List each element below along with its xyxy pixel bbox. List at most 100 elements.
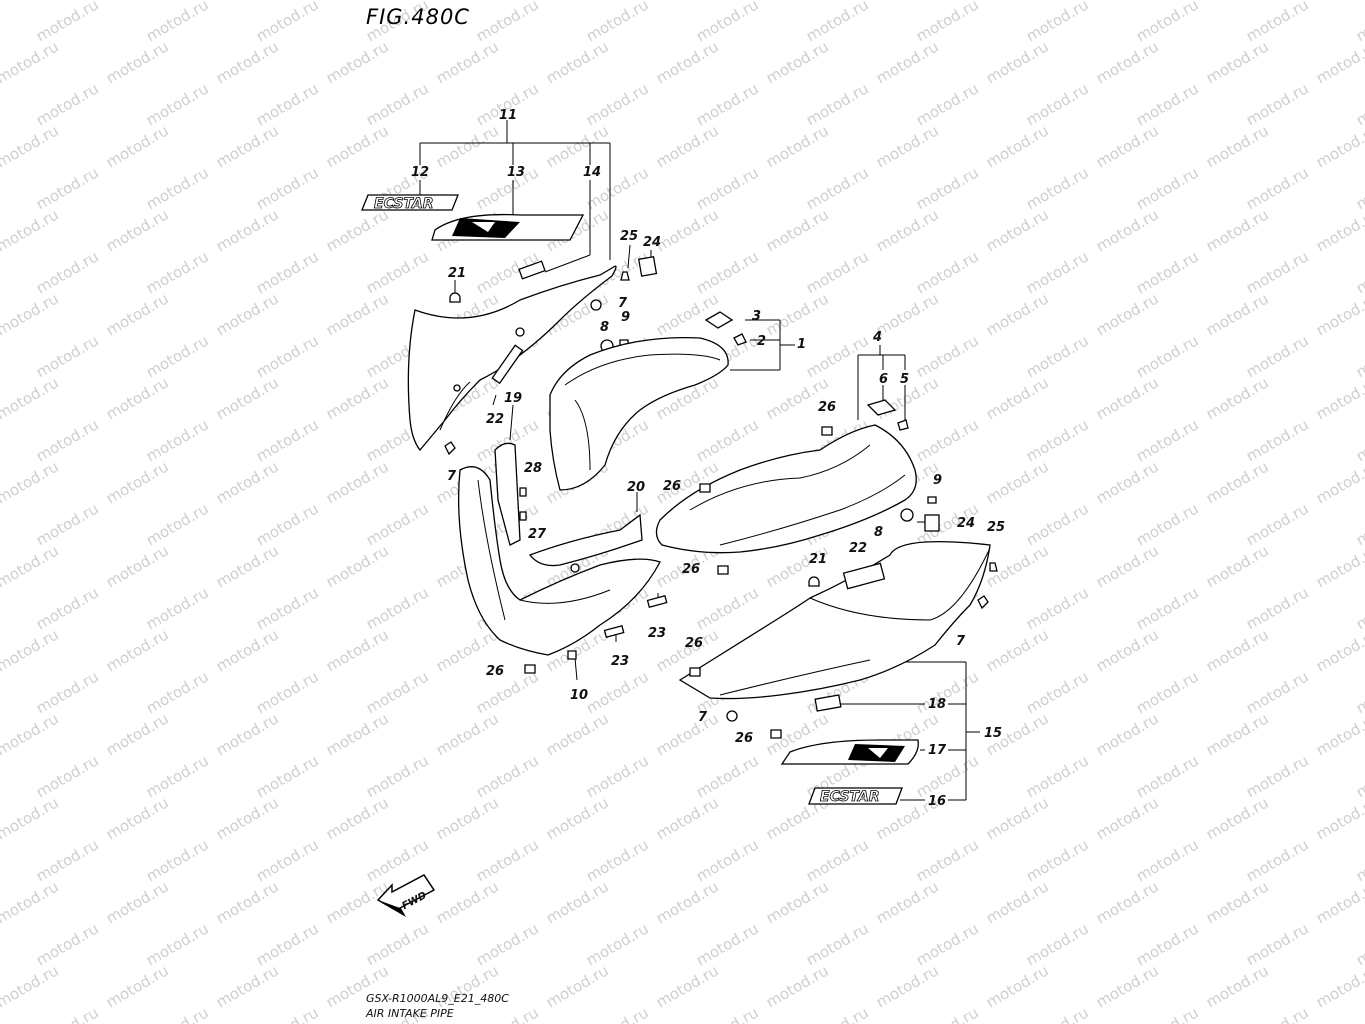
- watermark-text: motod.ru: [1023, 667, 1092, 717]
- watermark-text: motod.ru: [1203, 0, 1272, 3]
- watermark-text: motod.ru: [1353, 667, 1365, 717]
- callout-9: 9: [933, 473, 942, 488]
- watermark-text: motod.ru: [1243, 751, 1312, 801]
- watermark-text: motod.ru: [103, 625, 172, 675]
- watermark-text: motod.ru: [1313, 793, 1365, 843]
- watermark-text: motod.ru: [1023, 79, 1092, 129]
- watermark-text: motod.ru: [143, 79, 212, 129]
- watermark-text: motod.ru: [653, 205, 722, 255]
- watermark-text: motod.ru: [1203, 709, 1272, 759]
- part-21-clip-right: [808, 576, 820, 587]
- part-22-strip-left: [491, 344, 524, 385]
- callout-11: 11: [499, 108, 517, 123]
- watermark-text: motod.ru: [653, 961, 722, 1011]
- watermark-text: motod.ru: [1353, 751, 1365, 801]
- watermark-text: motod.ru: [1313, 709, 1365, 759]
- watermark-text: motod.ru: [253, 247, 322, 297]
- watermark-text: motod.ru: [213, 457, 282, 507]
- watermark-text: motod.ru: [253, 415, 322, 465]
- part-22-strip-right: [842, 562, 886, 590]
- callout-28: 28: [524, 461, 542, 476]
- watermark-text: motod.ru: [1023, 415, 1092, 465]
- watermark-text: motod.ru: [763, 289, 832, 339]
- watermark-text: motod.ru: [103, 0, 172, 3]
- watermark-text: motod.ru: [1133, 0, 1202, 45]
- watermark-text: motod.ru: [323, 541, 392, 591]
- watermark-text: motod.ru: [763, 37, 832, 87]
- watermark-text: motod.ru: [693, 79, 762, 129]
- watermark-text: motod.ru: [323, 205, 392, 255]
- watermark-text: motod.ru: [433, 121, 502, 171]
- part-8-grommet-right: [900, 508, 914, 522]
- callout-15: 15: [984, 726, 1002, 741]
- watermark-text: motod.ru: [1093, 205, 1162, 255]
- watermark-text: motod.ru: [213, 625, 282, 675]
- watermark-text: motod.ru: [803, 835, 872, 885]
- part-26-screw-e: [689, 667, 701, 677]
- watermark-text: motod.ru: [363, 667, 432, 717]
- part-24-sponge-right: [924, 514, 940, 532]
- watermark-text: motod.ru: [323, 709, 392, 759]
- watermark-text: motod.ru: [693, 835, 762, 885]
- part-19-bracket: [494, 442, 521, 546]
- watermark-text: motod.ru: [1133, 163, 1202, 213]
- watermark-text: motod.ru: [1203, 205, 1272, 255]
- figure-title: FIG.480C: [366, 5, 470, 29]
- part-26-screw-b: [821, 426, 833, 436]
- watermark-text: motod.ru: [1203, 877, 1272, 927]
- watermark-text: motod.ru: [1353, 499, 1365, 549]
- callout-26: 26: [682, 562, 700, 577]
- watermark-text: motod.ru: [33, 667, 102, 717]
- part-20-bracket: [528, 513, 643, 567]
- watermark-text: motod.ru: [323, 121, 392, 171]
- watermark-text: motod.ru: [253, 667, 322, 717]
- part-15-right-side-cowl: [678, 541, 991, 700]
- watermark-text: motod.ru: [1353, 163, 1365, 213]
- watermark-text: motod.ru: [543, 0, 612, 3]
- part-2-seal: [733, 333, 747, 346]
- watermark-text: motod.ru: [433, 709, 502, 759]
- watermark-text: motod.ru: [913, 163, 982, 213]
- footer-model-code: GSX-R1000AL9_E21_480C: [366, 992, 509, 1005]
- callout-25: 25: [620, 229, 638, 244]
- watermark-text: motod.ru: [873, 205, 942, 255]
- watermark-text: motod.ru: [33, 247, 102, 297]
- watermark-text: motod.ru: [213, 877, 282, 927]
- watermark-text: motod.ru: [1023, 331, 1092, 381]
- watermark-text: motod.ru: [323, 0, 392, 3]
- watermark-text: motod.ru: [653, 709, 722, 759]
- watermark-text: motod.ru: [0, 0, 62, 3]
- watermark-text: motod.ru: [1133, 835, 1202, 885]
- watermark-text: motod.ru: [103, 541, 172, 591]
- part-10-clip: [567, 650, 577, 660]
- watermark-text: motod.ru: [653, 793, 722, 843]
- callout-1: 1: [797, 337, 806, 352]
- watermark-text: motod.ru: [1203, 37, 1272, 87]
- watermark-text: motod.ru: [253, 919, 322, 969]
- watermark-text: motod.ru: [33, 331, 102, 381]
- watermark-text: motod.ru: [213, 121, 282, 171]
- part-26-screw-d: [717, 565, 729, 575]
- watermark-text: motod.ru: [473, 919, 542, 969]
- watermark-text: motod.ru: [1093, 121, 1162, 171]
- callout-10: 10: [570, 688, 588, 703]
- watermark-text: motod.ru: [1353, 247, 1365, 297]
- watermark-text: motod.ru: [213, 961, 282, 1011]
- part-26-screw-c: [699, 483, 711, 493]
- watermark-text: motod.ru: [983, 457, 1052, 507]
- watermark-text: motod.ru: [913, 247, 982, 297]
- watermark-text: motod.ru: [253, 583, 322, 633]
- watermark-text: motod.ru: [983, 289, 1052, 339]
- part-lower-left-cowl: [457, 466, 661, 656]
- watermark-text: motod.ru: [1353, 835, 1365, 885]
- watermark-text: motod.ru: [803, 1003, 872, 1024]
- watermark-text: motod.ru: [803, 919, 872, 969]
- watermark-text: motod.ru: [1243, 163, 1312, 213]
- watermark-text: motod.ru: [1313, 205, 1365, 255]
- watermark-text: motod.ru: [873, 961, 942, 1011]
- watermark-text: motod.ru: [33, 79, 102, 129]
- watermark-text: motod.ru: [1203, 457, 1272, 507]
- callout-3: 3: [752, 309, 761, 324]
- watermark-text: motod.ru: [0, 541, 62, 591]
- watermark-text: motod.ru: [0, 793, 62, 843]
